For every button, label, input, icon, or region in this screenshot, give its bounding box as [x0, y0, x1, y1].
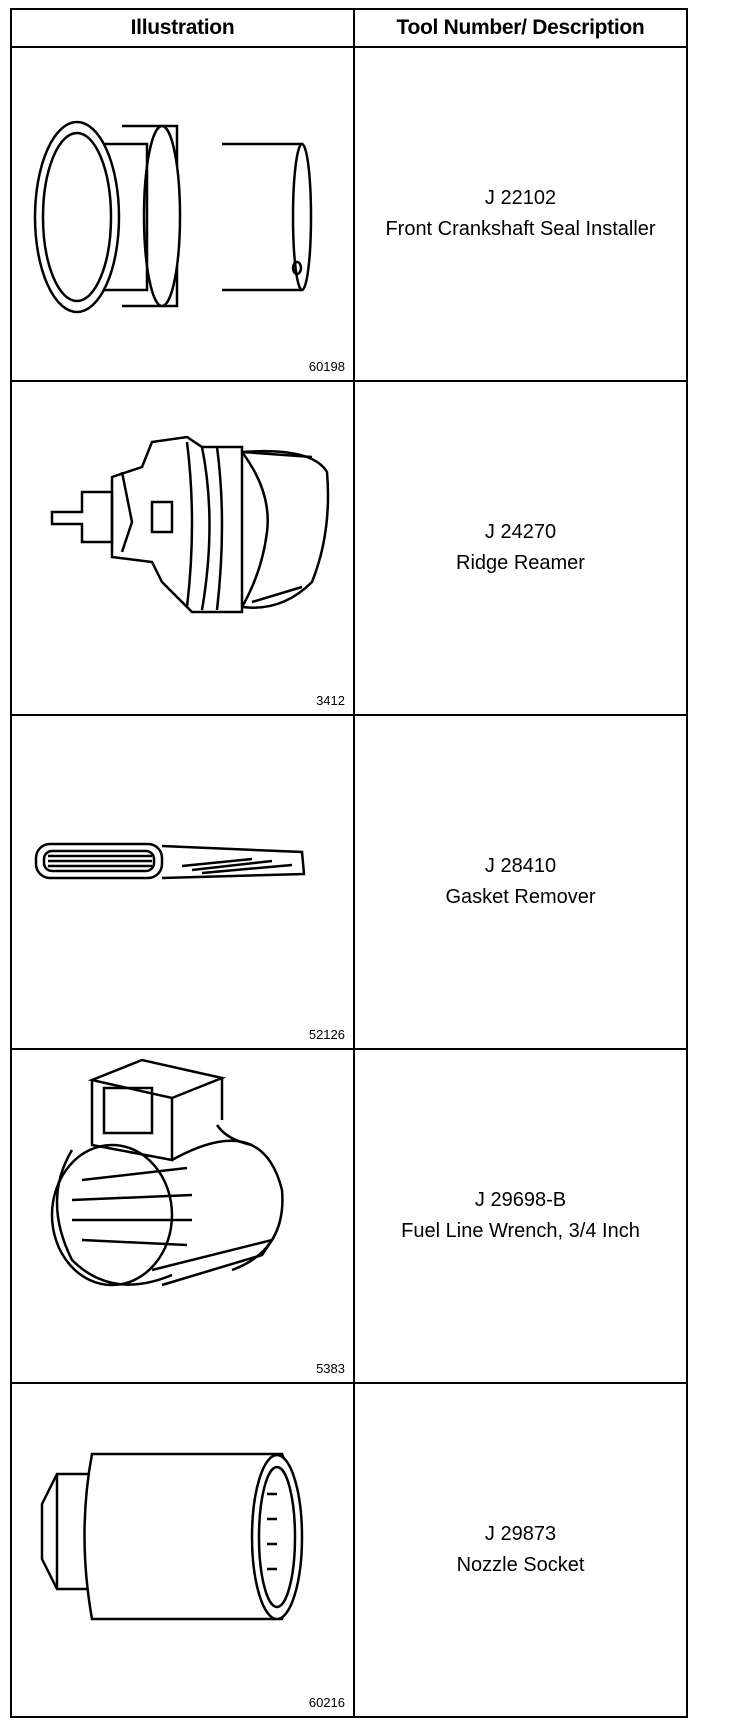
- tool-description: Gasket Remover: [445, 886, 596, 908]
- tool-table-sheet: Illustration Tool Number/ Description: [10, 8, 688, 1718]
- tool-number: J 29873: [484, 1523, 557, 1545]
- table-header-row: Illustration Tool Number/ Description: [10, 8, 688, 48]
- illustration-cell: 52126: [10, 714, 355, 1050]
- description-cell: J 29698-B Fuel Line Wrench, 3/4 Inch: [353, 1048, 688, 1384]
- figure-number: 5383: [316, 1361, 345, 1376]
- tool-number: J 22102: [484, 187, 557, 209]
- description-cell: J 29873 Nozzle Socket: [353, 1382, 688, 1718]
- header-tool-description: Tool Number/ Description: [353, 8, 688, 48]
- nozzle-socket-icon: [40, 1452, 304, 1621]
- illustration-cell: 60216: [10, 1382, 355, 1718]
- tool-description: Ridge Reamer: [456, 552, 585, 574]
- description-cell: J 24270 Ridge Reamer: [353, 380, 688, 716]
- figure-number: 3412: [316, 693, 345, 708]
- table-row: 5383 J 29698-B Fuel Line Wrench, 3/4 Inc…: [10, 1048, 688, 1384]
- tool-number: J 29698-B: [474, 1189, 567, 1211]
- description-cell: J 22102 Front Crankshaft Seal Installer: [353, 46, 688, 382]
- gasket-remover-icon: [34, 842, 306, 880]
- header-illustration: Illustration: [10, 8, 355, 48]
- tool-number: J 24270: [484, 521, 557, 543]
- figure-number: 52126: [308, 1027, 345, 1042]
- figure-number: 60198: [308, 359, 345, 374]
- illustration-cell: 3412: [10, 380, 355, 716]
- tool-number: J 28410: [484, 855, 557, 877]
- ridge-reamer-icon: [50, 435, 330, 614]
- table-row: 60198 J 22102 Front Crankshaft Seal Inst…: [10, 46, 688, 382]
- illustration-cell: 60198: [10, 46, 355, 382]
- fuel-line-wrench-icon: [50, 1058, 284, 1287]
- table-row: 3412 J 24270 Ridge Reamer: [10, 380, 688, 716]
- table-row: 52126 J 28410 Gasket Remover: [10, 714, 688, 1050]
- figure-number: 60216: [308, 1695, 345, 1710]
- seal-installer-icon: [33, 120, 313, 314]
- tool-description: Fuel Line Wrench, 3/4 Inch: [401, 1220, 640, 1242]
- tool-description: Nozzle Socket: [456, 1554, 585, 1576]
- description-cell: J 28410 Gasket Remover: [353, 714, 688, 1050]
- illustration-cell: 5383: [10, 1048, 355, 1384]
- tool-description: Front Crankshaft Seal Installer: [385, 218, 656, 240]
- special-tools-table: Illustration Tool Number/ Description: [10, 8, 688, 1718]
- table-row: 60216 J 29873 Nozzle Socket: [10, 1382, 688, 1718]
